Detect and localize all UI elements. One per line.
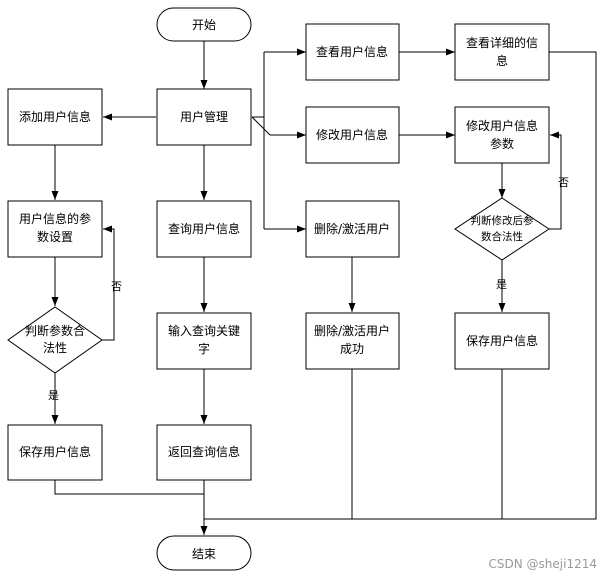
node-view-detail-line2: 息 xyxy=(496,53,508,68)
node-validate-line1: 判断参数合 xyxy=(25,323,85,338)
node-delete-activate: 删除/激活用户 xyxy=(305,200,400,258)
watermark: CSDN @sheji1214 xyxy=(489,557,597,571)
node-return-query: 返回查询信息 xyxy=(156,424,252,481)
edge-validate-mod-no-loop xyxy=(549,131,562,230)
node-input-keyword: 输入查询关键 字 xyxy=(156,312,252,370)
edge-validate-no-loop xyxy=(102,225,115,341)
node-param-setting: 用户信息的参 数设置 xyxy=(7,200,103,258)
node-view-user-label: 查看用户信息 xyxy=(316,44,388,59)
node-validate-modified: 判断修改后参 数合法性 xyxy=(454,197,550,261)
node-view-detail-line1: 查看详细的信 xyxy=(466,35,538,50)
node-delete-success-line1: 删除/激活用户 xyxy=(314,323,390,338)
node-modify-params-line1: 修改用户信息 xyxy=(466,118,538,133)
node-delete-activate-label: 删除/激活用户 xyxy=(314,221,390,236)
edge-label-yes-right: 是 xyxy=(496,278,507,291)
node-end-label: 结束 xyxy=(192,547,216,561)
edge-detail-to-end xyxy=(204,51,597,520)
node-user-mgmt: 用户管理 xyxy=(156,88,252,146)
edge-label-no-left: 否 xyxy=(111,280,122,293)
node-save-right-label: 保存用户信息 xyxy=(466,333,538,348)
edge-label-no-right: 否 xyxy=(558,176,569,189)
node-validate-modified-line1: 判断修改后参 xyxy=(471,214,534,227)
node-delete-success-line2: 成功 xyxy=(340,342,364,356)
node-return-query-label: 返回查询信息 xyxy=(168,444,240,459)
node-query-user-label: 查询用户信息 xyxy=(168,221,240,236)
node-user-mgmt-label: 用户管理 xyxy=(180,109,228,124)
edge-label-yes-left: 是 xyxy=(48,389,59,402)
node-save-left: 保存用户信息 xyxy=(7,424,103,481)
node-add-user: 添加用户信息 xyxy=(7,88,103,146)
node-delete-success: 删除/激活用户 成功 xyxy=(305,312,400,370)
node-modify-user: 修改用户信息 xyxy=(305,106,400,164)
node-param-setting-line1: 用户信息的参 xyxy=(19,211,91,226)
edge-branch-to-modify xyxy=(251,116,306,139)
edge-save-left-to-end xyxy=(54,480,204,495)
node-view-detail: 查看详细的信 息 xyxy=(454,23,550,81)
node-save-left-label: 保存用户信息 xyxy=(19,444,91,459)
node-view-user: 查看用户信息 xyxy=(305,23,400,81)
node-modify-user-label: 修改用户信息 xyxy=(316,127,388,142)
node-modify-params-line2: 参数 xyxy=(490,136,514,151)
node-validate: 判断参数合 法性 xyxy=(7,306,103,374)
node-end: 结束 xyxy=(156,535,252,571)
node-input-keyword-line2: 字 xyxy=(198,341,210,356)
node-add-user-label: 添加用户信息 xyxy=(19,109,91,124)
node-validate-line2: 法性 xyxy=(43,341,67,355)
node-modify-params: 修改用户信息 参数 xyxy=(454,106,550,164)
node-save-right: 保存用户信息 xyxy=(454,312,550,370)
node-validate-modified-line2: 数合法性 xyxy=(481,230,523,243)
node-start: 开始 xyxy=(156,7,252,42)
node-param-setting-line2: 数设置 xyxy=(37,229,73,244)
connectors xyxy=(51,41,597,535)
node-input-keyword-line1: 输入查询关键 xyxy=(168,323,240,338)
node-query-user: 查询用户信息 xyxy=(156,200,252,258)
node-start-label: 开始 xyxy=(192,18,216,32)
